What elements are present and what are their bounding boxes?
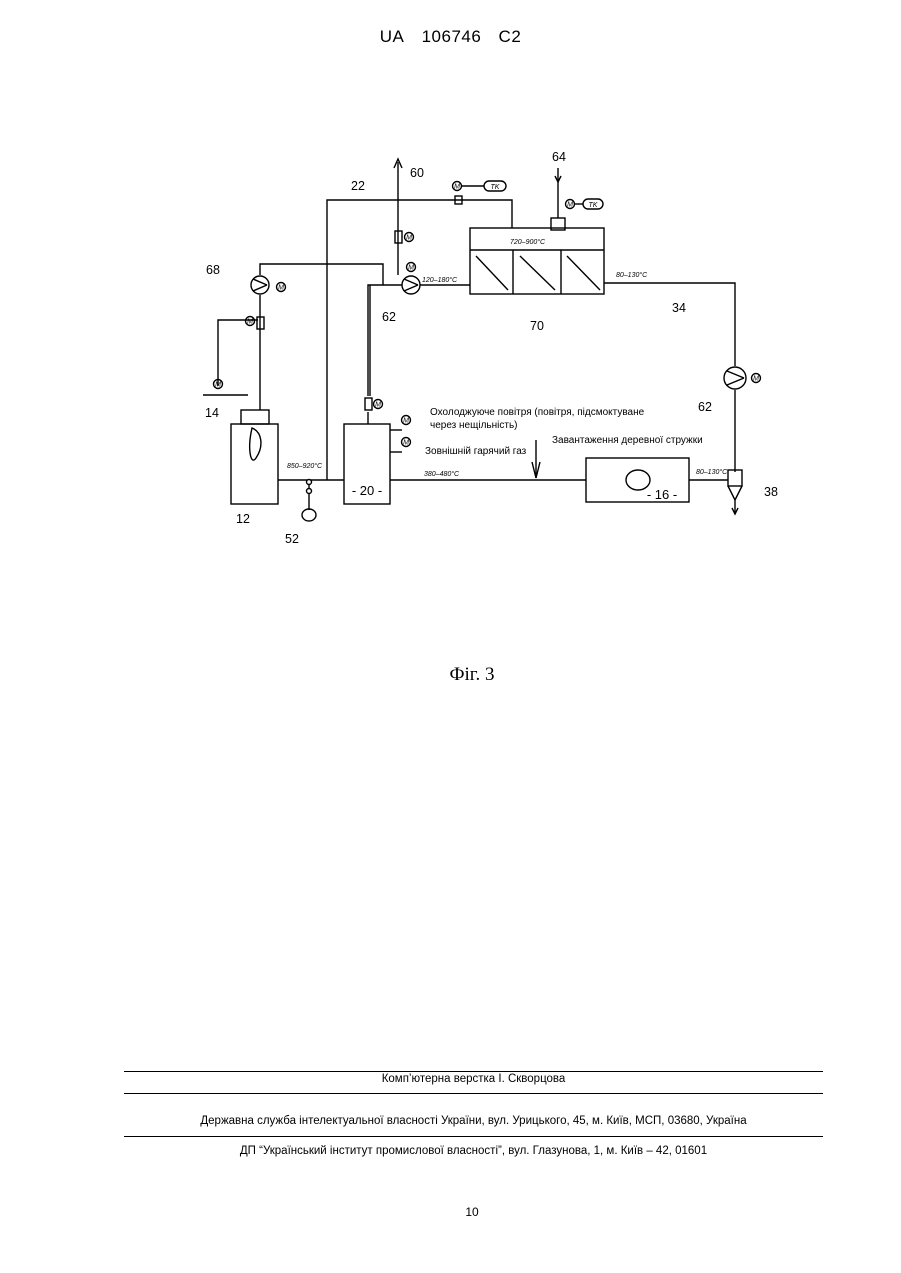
footer-office-address: Державна служба інтелектуальної власност… xyxy=(124,1115,823,1127)
svg-text:M: M xyxy=(215,382,221,389)
temp-720-900: 720–900°C xyxy=(510,238,546,246)
figure-caption: Фіг. 3 xyxy=(0,664,901,686)
block-20-label: - 20 - xyxy=(352,483,382,498)
ref-62-right: 62 xyxy=(698,400,712,414)
svg-text:M: M xyxy=(278,285,284,292)
ref-52: 52 xyxy=(285,532,299,546)
ref-70: 70 xyxy=(530,319,544,333)
ref-38: 38 xyxy=(764,485,778,499)
page-number: 10 xyxy=(0,1205,901,1219)
temp-80-130-top: 80–130°C xyxy=(616,271,648,279)
unit-70-box xyxy=(470,228,604,294)
note-cooling-air-2: через нещільність) xyxy=(430,420,517,431)
pipe-22 xyxy=(327,200,512,480)
block-16-label: - 16 - xyxy=(647,487,677,502)
svg-text:M: M xyxy=(247,319,253,326)
temp-120-180: 120–180°C xyxy=(422,276,458,284)
svg-text:M: M xyxy=(454,184,460,191)
svg-text:M: M xyxy=(567,202,573,209)
footer-divider xyxy=(124,1136,823,1137)
pump-52 xyxy=(302,509,316,521)
temp-850-920: 850–920°C xyxy=(287,462,323,470)
temp-380-480: 380–480°C xyxy=(424,470,460,478)
note-hot-gas: Зовнішній гарячий газ xyxy=(425,446,527,457)
svg-text:M: M xyxy=(753,376,759,383)
footer-divider xyxy=(124,1093,823,1094)
ref-62-left: 62 xyxy=(382,310,396,324)
footer-institute-address: ДП “Український інститут промислової вла… xyxy=(124,1145,823,1157)
ref-64: 64 xyxy=(552,150,566,164)
tag-tk: TK xyxy=(491,184,500,191)
svg-text:M: M xyxy=(403,418,409,425)
ref-34: 34 xyxy=(672,301,686,315)
svg-text:TK: TK xyxy=(589,202,598,209)
ref-60: 60 xyxy=(410,166,424,180)
ref-14: 14 xyxy=(205,406,219,420)
svg-text:M: M xyxy=(375,402,381,409)
note-chip-loading: Завантаження деревної стружки xyxy=(552,435,703,446)
footer-divider xyxy=(124,1071,823,1072)
unit-12-box xyxy=(231,424,278,504)
ref-12: 12 xyxy=(236,512,250,526)
footer-layout-credit: Комп’ютерна верстка І. Скворцова xyxy=(124,1073,823,1085)
svg-text:M: M xyxy=(408,265,414,272)
ref-68: 68 xyxy=(206,263,220,277)
svg-text:M: M xyxy=(403,440,409,447)
note-cooling-air-1: Охолоджуюче повітря (повітря, підсмоктув… xyxy=(430,407,645,418)
temp-80-130-bottom: 80–130°C xyxy=(696,468,728,476)
tag-m: M xyxy=(406,235,412,242)
ref-22: 22 xyxy=(351,179,365,193)
process-diagram: M M M M M M M M M M M TK TK 60 64 22 68 … xyxy=(0,0,901,620)
